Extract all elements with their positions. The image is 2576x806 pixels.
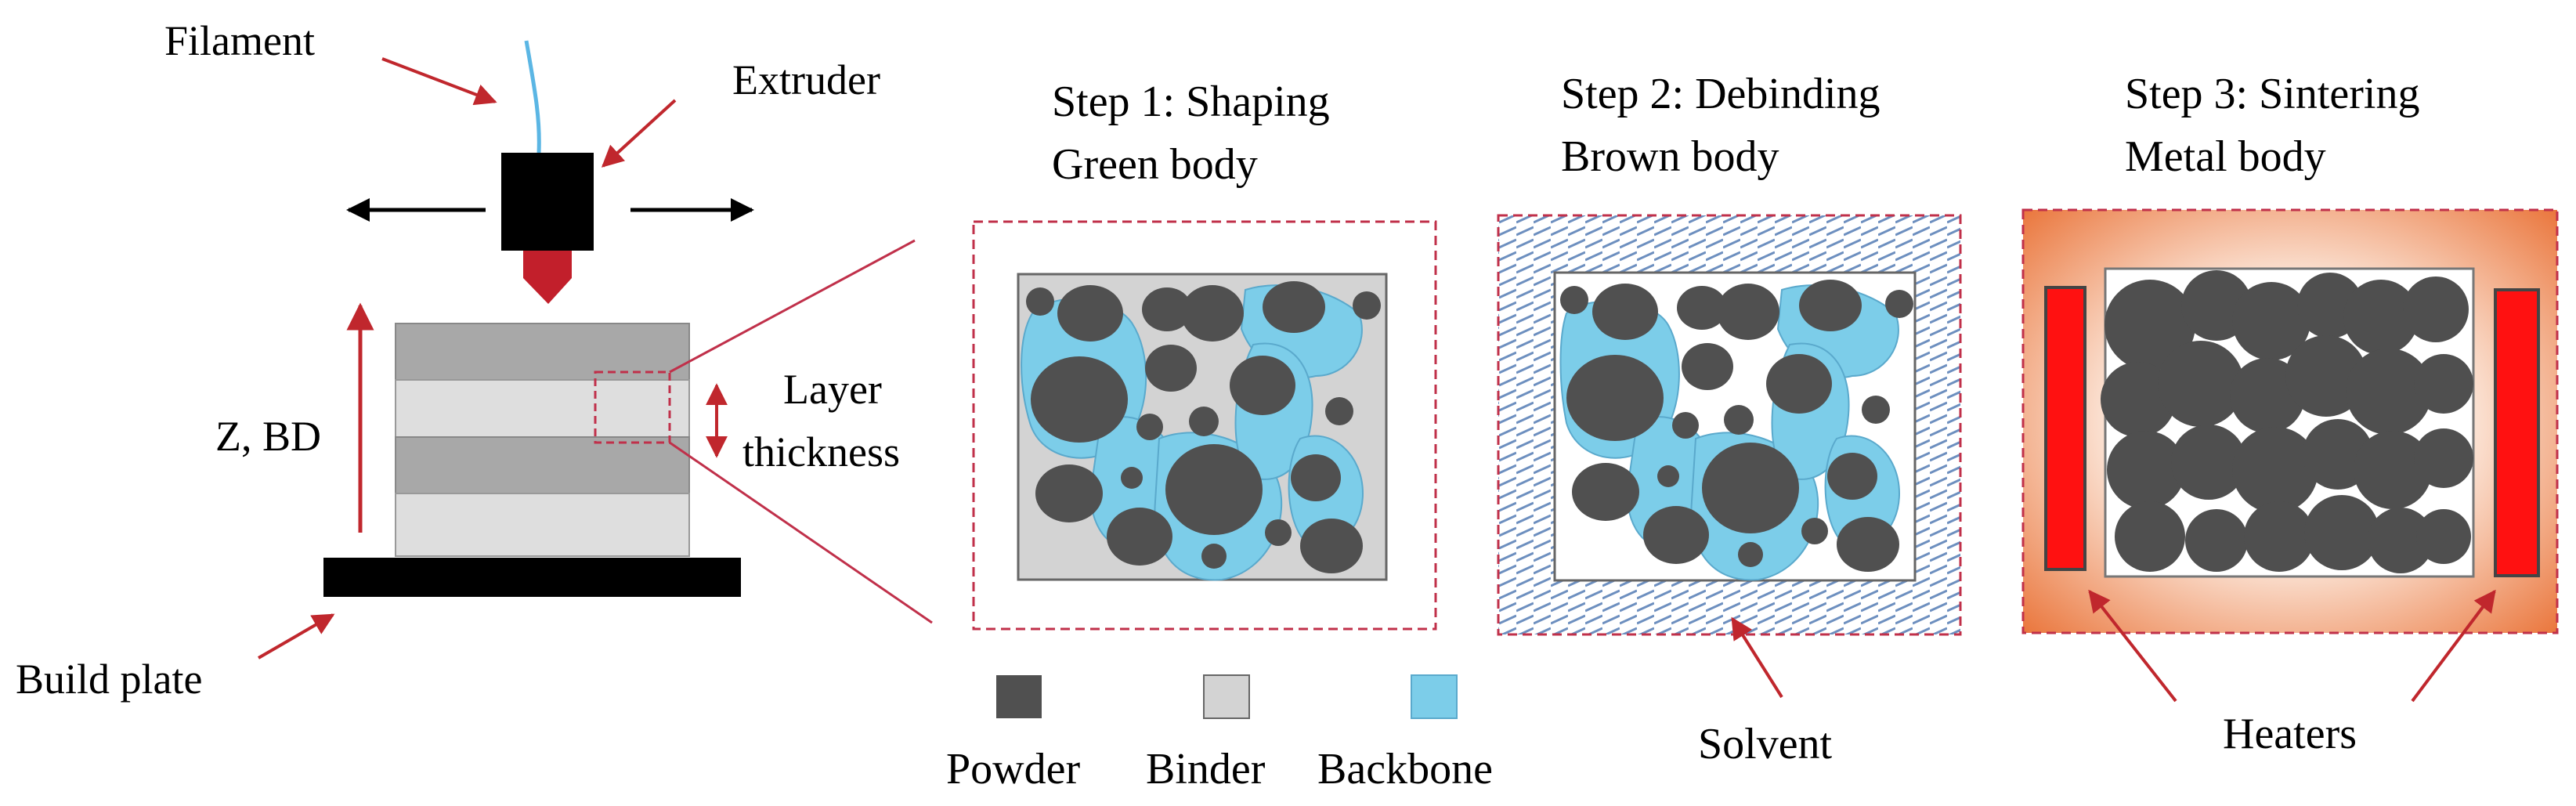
build-plate bbox=[323, 558, 741, 597]
green-body-powder bbox=[1026, 281, 1381, 573]
layer-3 bbox=[395, 379, 690, 438]
legend-label-backbone: Backbone bbox=[1317, 745, 1493, 793]
extruder-nozzle bbox=[523, 251, 572, 304]
metal-body-panel: Heaters bbox=[2021, 208, 2559, 758]
extruder-pointer bbox=[601, 99, 677, 168]
extruder-body bbox=[501, 153, 594, 251]
step-2-body: Brown body bbox=[1561, 132, 1779, 181]
brown-body-powder bbox=[1560, 280, 1913, 572]
heater-pointer-left bbox=[2088, 589, 2177, 703]
step-1-title: Step 1: Shaping bbox=[1052, 78, 1330, 126]
layer-1 bbox=[395, 493, 690, 557]
thickness-label: thickness bbox=[742, 428, 900, 475]
layer-4 bbox=[395, 323, 690, 381]
step-titles: Step 1: Shaping Green body Step 2: Debin… bbox=[1052, 70, 2419, 189]
layer-2 bbox=[395, 436, 690, 494]
solvent-label: Solvent bbox=[1698, 720, 1833, 768]
printer-schematic: Filament Extruder Z, BD Layer thickness … bbox=[16, 17, 933, 703]
green-body-frame bbox=[972, 220, 1437, 631]
zoom-line-bottom bbox=[669, 441, 933, 624]
heater-pointer-right bbox=[2411, 589, 2496, 703]
filament-pointer bbox=[381, 57, 497, 106]
build-plate-label: Build plate bbox=[16, 656, 202, 703]
sintered-powder bbox=[2101, 270, 2473, 573]
legend-swatch-powder bbox=[996, 675, 1042, 718]
filament-label: Filament bbox=[164, 17, 315, 64]
step-2-title: Step 2: Debinding bbox=[1561, 70, 1881, 118]
green-body-panel bbox=[972, 220, 1437, 631]
furnace-frame bbox=[2021, 208, 2559, 634]
left-heater bbox=[2044, 286, 2086, 571]
build-plate-pointer bbox=[257, 613, 335, 660]
legend-swatch-backbone bbox=[1411, 674, 1458, 719]
brown-body-panel: Solvent bbox=[1497, 214, 1962, 768]
brown-body-frame bbox=[1497, 214, 1962, 636]
legend-label-powder: Powder bbox=[946, 745, 1080, 793]
zoom-line-top bbox=[669, 239, 916, 374]
legend: Powder Binder Backbone bbox=[946, 674, 1493, 793]
filament-strand bbox=[524, 40, 541, 154]
z-bd-label: Z, BD bbox=[215, 413, 321, 460]
right-heater bbox=[2494, 288, 2540, 577]
solvent-pointer bbox=[1731, 616, 1783, 699]
step-3-body: Metal body bbox=[2125, 132, 2326, 181]
heaters-label: Heaters bbox=[2223, 710, 2357, 758]
step-3-title: Step 3: Sintering bbox=[2125, 70, 2419, 118]
legend-swatch-binder bbox=[1203, 674, 1250, 719]
zoom-window bbox=[594, 370, 671, 444]
step-1-body: Green body bbox=[1052, 140, 1258, 189]
legend-label-binder: Binder bbox=[1146, 745, 1266, 793]
layer-label: Layer bbox=[783, 366, 882, 413]
extruder-label: Extruder bbox=[732, 56, 880, 103]
